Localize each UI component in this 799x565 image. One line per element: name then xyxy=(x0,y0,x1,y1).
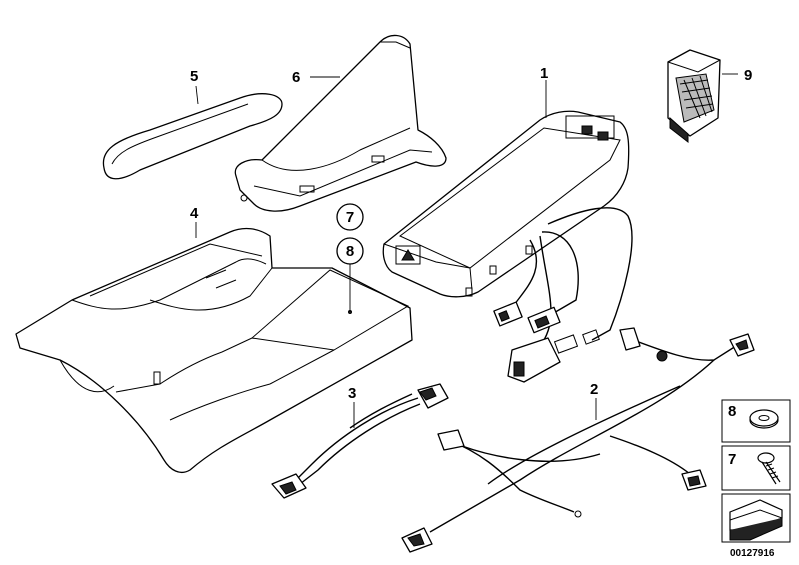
circled-ref-8: 8 xyxy=(336,237,364,265)
trim-clip-icon xyxy=(729,499,783,541)
part-1-storage-compartment[interactable] xyxy=(382,110,630,298)
screw-icon xyxy=(757,452,781,485)
circled-ref-7: 7 xyxy=(336,203,364,231)
callout-1: 1 xyxy=(540,65,548,82)
part-4-centre-console[interactable] xyxy=(15,227,413,474)
legend-item-7[interactable]: 7 xyxy=(728,451,781,485)
part-3-small-harness[interactable] xyxy=(271,383,449,499)
svg-text:8: 8 xyxy=(346,243,354,260)
washer-icon xyxy=(749,409,779,429)
callout-4: 4 xyxy=(190,205,199,222)
callout-6: 6 xyxy=(292,69,300,86)
part-6-shift-surround[interactable] xyxy=(234,34,447,212)
reference-number: 00127916 xyxy=(730,548,775,559)
part-1-wiring-harness[interactable] xyxy=(493,207,633,383)
part-2-main-harness[interactable] xyxy=(401,327,755,553)
callout-9: 9 xyxy=(744,67,752,84)
part-5-armrest-pad[interactable] xyxy=(102,93,283,180)
legend-item-8[interactable]: 8 xyxy=(728,403,779,429)
leader-5 xyxy=(195,85,199,105)
callout-2: 2 xyxy=(590,381,598,398)
svg-text:7: 7 xyxy=(346,209,354,226)
callout-5: 5 xyxy=(190,68,198,85)
legend-label-7: 7 xyxy=(728,451,736,468)
callout-3: 3 xyxy=(348,385,356,402)
part-9-socket-module[interactable] xyxy=(667,49,721,144)
legend-label-8: 8 xyxy=(728,403,736,420)
